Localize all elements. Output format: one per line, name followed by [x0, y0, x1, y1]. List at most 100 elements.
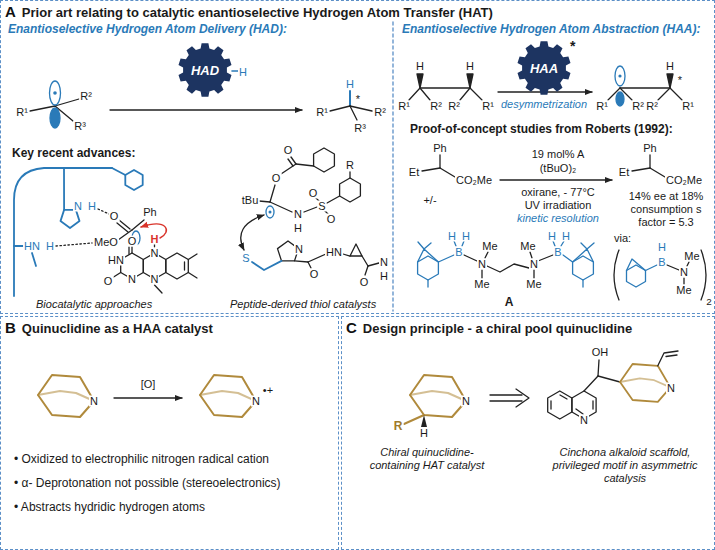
cinchona-structure [576, 409, 583, 414]
quinuclidine-structure [38, 375, 94, 417]
stereo-wedge [421, 415, 427, 427]
subsection-heading: Proof-of-concept studies from Roberts (1… [410, 122, 673, 136]
gear-outline [518, 41, 571, 95]
annotation-text: desymmetrization [500, 99, 588, 110]
atom-label: B [657, 257, 666, 268]
ester-substrate [439, 155, 440, 168]
atom-label: O [309, 269, 320, 280]
atom-label: Ph [642, 143, 657, 154]
atom-label: HN [325, 247, 343, 258]
atom-label: HN [107, 254, 125, 265]
condition-text: 19 mol% A [531, 149, 586, 160]
substrate-radical [117, 223, 128, 232]
radical-structure [50, 108, 60, 128]
atom-label: N [73, 201, 83, 212]
panel-divider [392, 22, 393, 311]
atom-label: R [345, 160, 355, 171]
product-structure [350, 106, 357, 120]
intermediate-bracket [667, 265, 679, 270]
bullet-point: • Oxidized to electrophilic nitrogen rad… [14, 452, 269, 466]
intermediate-bracket [627, 259, 658, 287]
retrosynthesis-arrow [490, 394, 522, 395]
caption-text: Chiral quinuclidine-containing HAT catal… [362, 446, 492, 472]
flavin-cofactor [155, 285, 163, 293]
panel-letter: C [346, 319, 357, 336]
condition-text: 14% ee at 18% consumption s factor = 5.3 [620, 190, 712, 230]
atom-label: H [547, 231, 557, 242]
bullet-point: • Abstracts hydridic hydrogen atoms [14, 500, 205, 514]
atom-label: H [465, 61, 475, 72]
atom-label: N [293, 209, 303, 220]
intermediate-bracket [687, 262, 689, 266]
enzyme-residues [112, 168, 125, 175]
atom-label: O [271, 173, 282, 184]
condition-text: via: [614, 232, 631, 245]
amine-borane-catalyst [485, 252, 488, 258]
caption-text: Biocatalytic approaches [36, 298, 152, 311]
cinchona-structure [548, 351, 678, 419]
quinuclidine-structure [200, 391, 256, 401]
flavin-cofactor [184, 262, 185, 270]
desymmetrization-product [618, 74, 621, 77]
desymmetrization-substrate [460, 88, 470, 100]
catalyst-name: HAD [191, 63, 219, 78]
atom-label: N [294, 244, 304, 255]
stereo-wedge [421, 415, 427, 427]
atom-label: R¹ [315, 107, 329, 118]
condition-text: (tBuO)₂ [539, 163, 578, 174]
flavin-cofactor [131, 247, 132, 253]
atom-label: O [103, 276, 114, 287]
oxidation-arrow [114, 397, 182, 398]
atom-label: R³ [73, 121, 87, 132]
intermediate-bracket [614, 250, 706, 300]
atom-label: H [447, 231, 457, 242]
product-structure [330, 106, 350, 111]
desymmetrization-product [608, 88, 620, 100]
atom-label: R² [645, 101, 659, 112]
atom-label: O [283, 145, 294, 156]
atom-label: B [454, 247, 463, 258]
gear-outline [179, 43, 232, 97]
caption-text: Cinchona alkaloid scaffold, privileged m… [540, 446, 710, 486]
atom-label: S [241, 253, 250, 264]
peptide-catalyst [295, 261, 309, 262]
atom-label: O [109, 211, 120, 222]
amine-borane-catalyst [563, 255, 573, 262]
amine-borane-catalyst [561, 241, 564, 246]
atom-label: Ph [142, 207, 157, 218]
atom-label: N [251, 396, 261, 407]
atom-label: 2 [705, 297, 713, 307]
amine-borane-catalyst [573, 243, 594, 287]
peptide-catalyst [241, 148, 379, 275]
enzyme-residues [125, 170, 142, 190]
peptide-catalyst [350, 244, 362, 256]
atom-label: MeO [93, 237, 119, 248]
cinchona-structure [584, 376, 598, 391]
amine-borane-catalyst [462, 241, 464, 246]
peptide-catalyst [296, 164, 314, 166]
reaction-arrow [110, 109, 302, 110]
atom-label: Me [525, 279, 542, 290]
peptide-catalyst [308, 254, 326, 262]
atom-label: Me [473, 279, 490, 290]
intermediate-bracket [683, 278, 684, 284]
peptide-catalyst [365, 266, 368, 275]
atom-label: Et [618, 167, 630, 178]
amine-borane-catalyst [418, 241, 594, 287]
atom-label: H [561, 231, 571, 242]
amine-borane-catalyst [438, 255, 454, 262]
atom-label: Me [519, 241, 536, 252]
cinchona-structure [666, 355, 677, 357]
atom-label: Et [408, 167, 420, 178]
atom-label: H [415, 61, 425, 72]
peptide-catalyst [288, 159, 293, 166]
desymmetrization-product [616, 92, 624, 106]
flavin-cofactor [112, 273, 121, 279]
atom-label: H [657, 242, 667, 253]
peptide-catalyst [270, 185, 275, 202]
catalyst-gear: HAA* [516, 40, 572, 96]
amine-borane-catalyst [538, 255, 553, 261]
atom-label: H [45, 241, 55, 252]
chiral-quinuclidine [410, 391, 466, 401]
peptide-catalyst [252, 261, 282, 270]
